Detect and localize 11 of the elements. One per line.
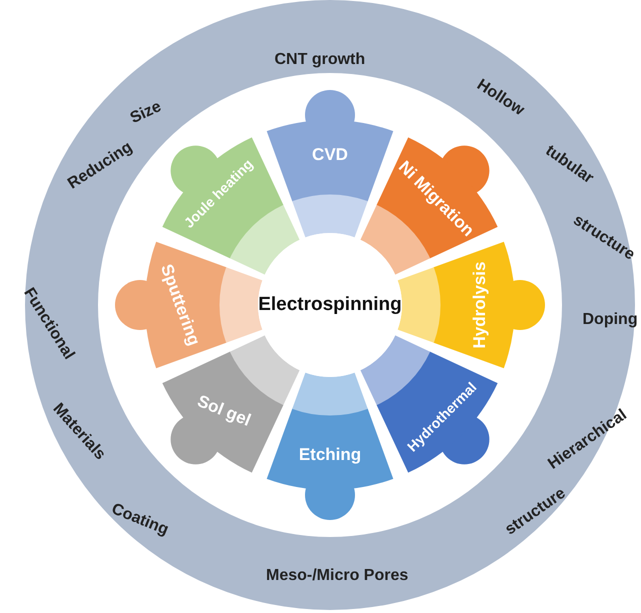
center-label: Electrospinning [258, 294, 402, 316]
ring-label: Size [128, 98, 164, 128]
sector-segment [266, 90, 394, 238]
sector-label: Hydrolysis [469, 260, 490, 350]
ring-label: CNT growth [274, 51, 366, 69]
ring-label: Doping [582, 311, 638, 329]
ring-label: Meso-/Micro Pores [266, 567, 408, 585]
sector-segment [266, 372, 394, 520]
sector-label: CVD [311, 144, 349, 166]
sector-label: Sol gel [194, 390, 254, 432]
sector-label: Etching [298, 444, 362, 466]
